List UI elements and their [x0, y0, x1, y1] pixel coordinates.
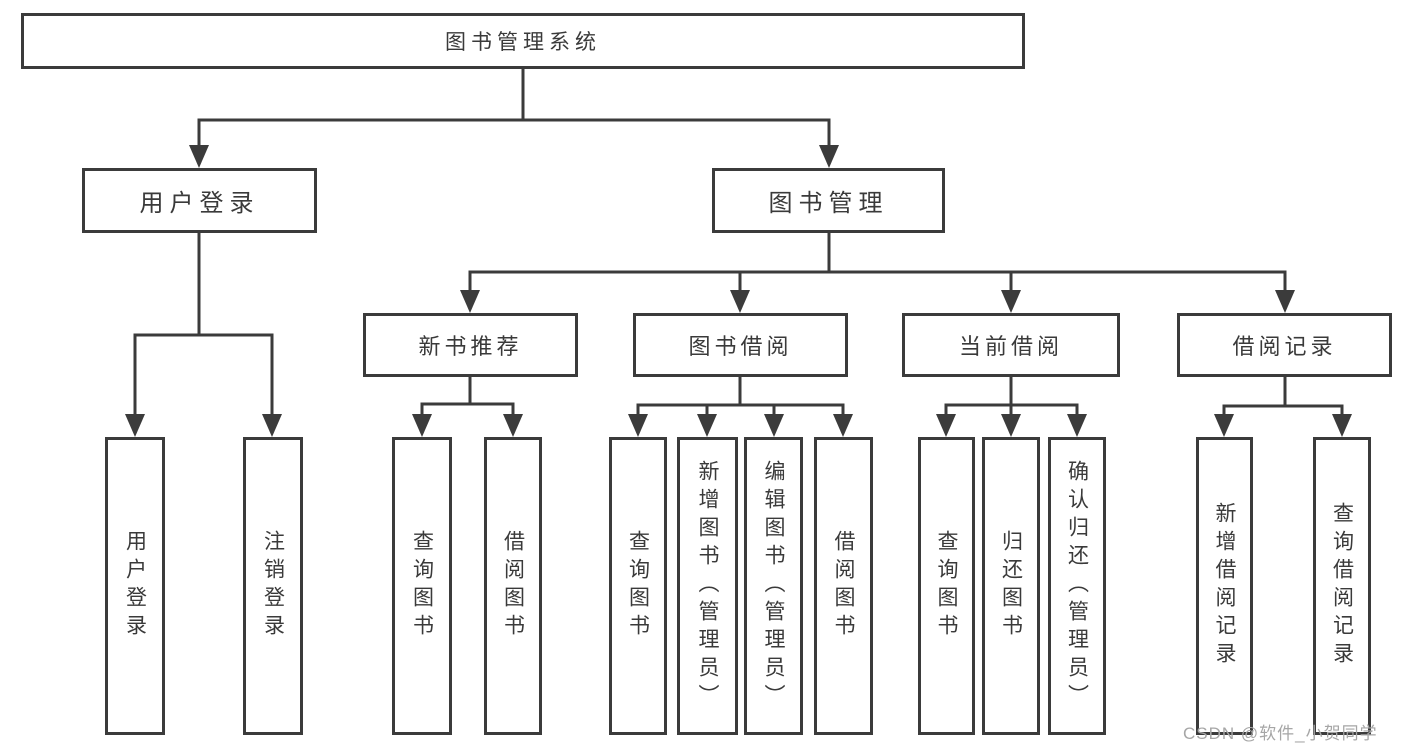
leaf-cb-confirm-return-admin: 确认归还（管理员）	[1048, 437, 1106, 735]
node-book-borrowing: 图书借阅	[633, 313, 848, 377]
arrowhead-bb-add	[697, 414, 717, 437]
leaf-cb-query-books-label: 查询图书	[935, 530, 958, 642]
arrowhead-borrow-record	[1275, 290, 1295, 313]
arrowhead-leaf-login	[125, 414, 145, 437]
leaf-cb-return-books: 归还图书	[982, 437, 1040, 735]
node-book-borrowing-label: 图书借阅	[688, 334, 793, 359]
leaf-logout: 注销登录	[243, 437, 303, 735]
arrowhead-cb-confirm	[1067, 414, 1087, 437]
node-book-management: 图书管理	[712, 168, 945, 233]
connector-record-rail	[1222, 404, 1344, 420]
connector-root-rail	[197, 118, 831, 148]
arrowhead-rec-borrow	[503, 414, 523, 437]
leaf-rec-query-books-label: 查询图书	[410, 530, 434, 642]
arrowhead-bb-edit	[764, 414, 784, 437]
node-current-borrowing-label: 当前借阅	[958, 334, 1063, 359]
leaf-bb-edit-books-admin-label: 编辑图书（管理员）	[762, 460, 785, 712]
node-user-login: 用户登录	[82, 168, 317, 233]
leaf-bb-borrow-books: 借阅图书	[814, 437, 873, 735]
leaf-rec-borrow-books: 借阅图书	[484, 437, 542, 735]
connector-rec-rail	[420, 402, 515, 420]
leaf-bb-query-books: 查询图书	[609, 437, 667, 735]
leaf-br-query-record-label: 查询借阅记录	[1330, 502, 1354, 670]
node-user-login-label: 用户登录	[139, 190, 260, 217]
arrowhead-br-add	[1214, 414, 1234, 437]
node-book-management-label: 图书管理	[768, 190, 889, 217]
leaf-bb-edit-books-admin: 编辑图书（管理员）	[744, 437, 803, 735]
arrowhead-br-query	[1332, 414, 1352, 437]
arrowhead-new-book-rec	[460, 290, 480, 313]
leaf-rec-borrow-books-label: 借阅图书	[501, 530, 525, 642]
leaf-br-query-record: 查询借阅记录	[1313, 437, 1371, 735]
arrowhead-book-borrow	[730, 290, 750, 313]
arrowhead-bb-borrow	[833, 414, 853, 437]
arrowhead-cb-query	[936, 414, 956, 437]
connector-mgmt-rail	[468, 270, 1287, 292]
node-new-book-recommendation-label: 新书推荐	[418, 334, 523, 359]
connector-borrow-rail	[636, 403, 845, 420]
leaf-user-login-label: 用户登录	[123, 530, 147, 642]
arrowhead-cb-return	[1001, 414, 1021, 437]
leaf-rec-query-books: 查询图书	[392, 437, 452, 735]
leaf-cb-confirm-return-admin-label: 确认归还（管理员）	[1065, 460, 1089, 712]
leaf-cb-return-books-label: 归还图书	[999, 530, 1023, 642]
leaf-user-login: 用户登录	[105, 437, 165, 735]
leaf-bb-query-books-label: 查询图书	[626, 530, 650, 642]
leaf-logout-label: 注销登录	[261, 530, 285, 642]
node-current-borrowing: 当前借阅	[902, 313, 1120, 377]
node-new-book-recommendation: 新书推荐	[363, 313, 578, 377]
arrowhead-leaf-logout	[262, 414, 282, 437]
connector-user-rail	[133, 333, 274, 420]
node-root-label: 图书管理系统	[445, 31, 601, 54]
csdn-watermark: CSDN @软件_小贺同学	[1183, 724, 1378, 743]
leaf-bb-add-books-admin: 新增图书（管理员）	[677, 437, 738, 735]
leaf-br-add-record: 新增借阅记录	[1196, 437, 1253, 735]
leaf-bb-add-books-admin-label: 新增图书（管理员）	[696, 460, 719, 712]
arrowhead-current-borrow	[1001, 290, 1021, 313]
leaf-bb-borrow-books-label: 借阅图书	[832, 530, 855, 642]
arrowhead-book-mgmt	[819, 145, 839, 168]
leaf-br-add-record-label: 新增借阅记录	[1213, 502, 1236, 670]
arrowhead-bb-query	[628, 414, 648, 437]
leaf-cb-query-books: 查询图书	[918, 437, 975, 735]
node-borrowing-record: 借阅记录	[1177, 313, 1392, 377]
arrowhead-user-login	[189, 145, 209, 168]
node-borrowing-record-label: 借阅记录	[1232, 334, 1337, 359]
arrowhead-rec-query	[412, 414, 432, 437]
node-root: 图书管理系统	[21, 13, 1025, 69]
